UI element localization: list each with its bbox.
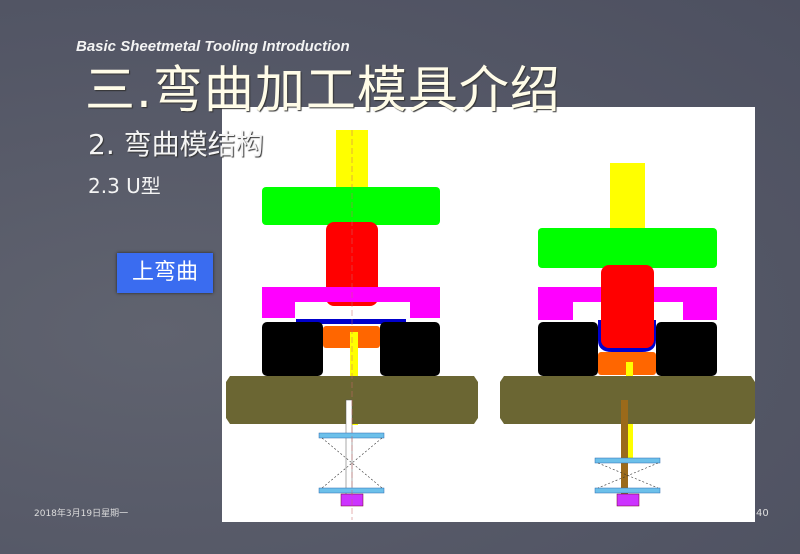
punch	[601, 265, 654, 348]
die-block-left	[262, 322, 323, 376]
section-heading: 2. 弯曲模结构	[88, 128, 264, 161]
upward-bend-button[interactable]: 上弯曲	[117, 253, 213, 293]
u-bend-die-diagram	[222, 107, 755, 522]
spring-washer-bottom	[318, 487, 385, 494]
punch	[326, 222, 378, 306]
die-open-state	[226, 130, 478, 520]
nut	[616, 493, 640, 507]
die-closed-state	[500, 163, 755, 507]
shank	[610, 163, 645, 228]
spring	[597, 462, 659, 489]
spring-washer-top	[318, 432, 385, 439]
spring-washer-bottom	[594, 487, 661, 494]
die-block-right	[656, 322, 717, 376]
die-drawing	[226, 130, 755, 520]
die-block-right	[380, 322, 440, 376]
subsection-heading: 2.3 U型	[88, 174, 161, 198]
spring-washer-top	[594, 457, 661, 464]
die-block-left	[538, 322, 598, 376]
spring	[321, 437, 383, 489]
sheet	[296, 319, 406, 324]
bolt	[621, 400, 628, 495]
bolt	[345, 399, 353, 496]
top-plate	[262, 187, 440, 225]
page-number: 40	[756, 508, 769, 519]
top-plate	[538, 228, 717, 268]
stripper	[262, 287, 440, 318]
stripper	[538, 287, 717, 320]
slide-header: Basic Sheetmetal Tooling Introduction	[76, 38, 350, 55]
slide-date: 2018年3月19日星期一	[34, 509, 129, 519]
slide-title: 三.弯曲加工模具介绍	[85, 61, 561, 119]
